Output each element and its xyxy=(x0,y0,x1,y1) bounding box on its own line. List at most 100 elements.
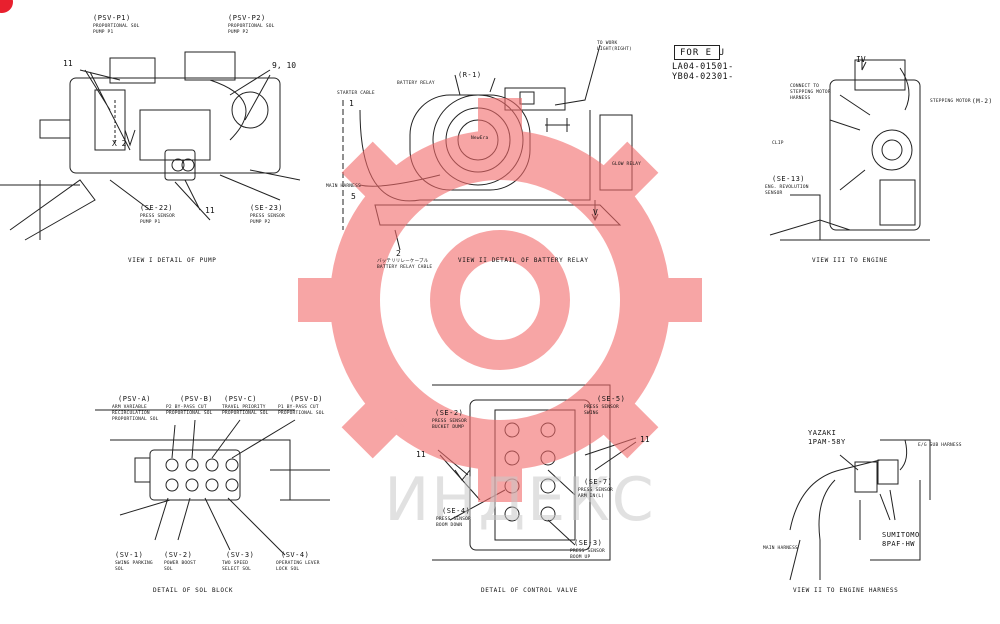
sv-1-desc-1: SWING PARKING xyxy=(115,561,153,566)
sv-3-desc-2: SELECT SOL xyxy=(222,567,252,572)
se-2-code: (SE-2) xyxy=(435,409,464,417)
psv-p1-desc-1: PROPORTIONAL SOL xyxy=(93,24,140,29)
psv-p1-desc-2: PUMP P1 xyxy=(93,30,114,35)
eng-rev-label-1: ENG. REVOLUTION xyxy=(765,185,809,190)
se-22-desc-1: PRESS SENSOR xyxy=(140,214,175,219)
battery-callout-v: V xyxy=(593,208,598,217)
watermark-gear-tooth xyxy=(596,396,659,459)
valve-callout-11-left: 11 xyxy=(416,450,426,459)
view-iii-caption: VIEW III TO ENGINE xyxy=(812,257,888,264)
to-work-light-1: TO WORK xyxy=(597,41,618,46)
yazaki-label-2: 1PAM-58Y xyxy=(808,438,846,446)
watermark-gear-tooth xyxy=(478,98,522,142)
pump-callout-x2: X 2 xyxy=(112,139,127,148)
valve-callout-11-right: 11 xyxy=(640,435,650,444)
serial-1: LA04-01501- xyxy=(672,62,734,72)
se-22-code: (SE-22) xyxy=(140,204,174,212)
watermark-gear-tooth xyxy=(341,396,404,459)
engine-drawing xyxy=(769,58,930,241)
psv-b-code: (PSV-B) xyxy=(180,395,214,403)
pump-drawing xyxy=(0,51,301,241)
se-2-desc-2: BUCKET DUMP xyxy=(432,425,465,430)
watermark-gear-tooth xyxy=(478,458,522,502)
sv-3-desc-1: TWO SPEED xyxy=(222,561,249,566)
starter-cable-label: STARTER CABLE xyxy=(337,91,375,96)
battery-relay-cable-jp: バッテリリレーケーブル xyxy=(377,259,429,264)
eo-sub-harness-label: E/G SUB HARNESS xyxy=(918,443,962,448)
psv-p2-desc-2: PUMP P2 xyxy=(228,30,249,35)
battery-relay-cable-en: BATTERY RELAY CABLE xyxy=(377,265,433,270)
se-4-code: (SE-4) xyxy=(442,507,471,515)
psv-d-desc-2: PROPORTIONAL SOL xyxy=(278,411,325,416)
se-5-code: (SE-5) xyxy=(597,395,626,403)
watermark-gear-tooth xyxy=(596,141,659,204)
se-22-desc-2: PUMP P1 xyxy=(140,220,161,225)
watermark-gear-tooth xyxy=(298,278,342,322)
psv-a-desc-1: ARM VARIABLE xyxy=(112,405,147,410)
se-7-desc-1: PRESS SENSOR xyxy=(578,488,613,493)
se-3-desc-1: PRESS SENSOR xyxy=(570,549,605,554)
pump-callout-9-10: 9, 10 xyxy=(272,61,297,70)
glow-relay-label: GLOW RELAY xyxy=(612,162,642,167)
psv-a-code: (PSV-A) xyxy=(118,395,152,403)
sv-4-desc-2: LOCK SOL xyxy=(276,567,300,572)
harness-drawing xyxy=(789,439,931,581)
for-eu-label: FOR E U xyxy=(680,48,725,58)
se-4-desc-1: PRESS SENSOR xyxy=(436,517,471,522)
psv-a-desc-3: PROPORTIONAL SOL xyxy=(112,417,159,422)
psv-c-desc-1: TRAVEL PRIORITY xyxy=(222,405,266,410)
eng-rev-label-2: SENSOR xyxy=(765,191,783,196)
relay-brand: NewEra xyxy=(471,136,489,141)
se-3-code: (SE-3) xyxy=(574,539,603,547)
se-3-desc-2: BOOM UP xyxy=(570,555,591,560)
se-7-code: (SE-7) xyxy=(584,478,613,486)
se-23-desc-2: PUMP P2 xyxy=(250,220,271,225)
engine-callout-iv: IV xyxy=(856,55,866,64)
battery-callout-5: 5 xyxy=(351,192,356,201)
serial-2: YB04-02301- xyxy=(672,72,734,82)
connect-label-2: STEPPING MOTOR xyxy=(790,90,831,95)
connect-label-3: HARNESS xyxy=(790,96,811,101)
view-ii-caption: VIEW II DETAIL OF BATTERY RELAY xyxy=(458,257,589,264)
watermark-gear-tooth xyxy=(658,278,702,322)
sumitomo-label-1: SUMITOMO xyxy=(882,531,920,539)
to-work-light-2: LIGHT(RIGHT) xyxy=(597,47,632,52)
psv-c-desc-2: PROPORTIONAL SOL xyxy=(222,411,269,416)
sv-4-code: (SV-4) xyxy=(281,551,310,559)
m2-code: (M-2) xyxy=(972,98,993,105)
sv-1-desc-2: SOL xyxy=(115,567,124,572)
view-i-caption: VIEW I DETAIL OF PUMP xyxy=(128,257,217,264)
sol-block-caption: DETAIL OF SOL BLOCK xyxy=(153,587,234,594)
psv-c-code: (PSV-C) xyxy=(224,395,258,403)
psv-p2-code: (PSV-P2) xyxy=(228,14,266,22)
psv-p1-code: (PSV-P1) xyxy=(93,14,131,22)
psv-a-desc-2: RECIRCULATION xyxy=(112,411,150,416)
control-valve-caption: DETAIL OF CONTROL VALVE xyxy=(481,587,578,594)
sv-2-desc-2: SOL xyxy=(164,567,173,572)
harness-main-label: MAIN HARNESS xyxy=(763,546,798,551)
sumitomo-label-2: 8PAF-HW xyxy=(882,540,916,548)
watermark-gear-ring xyxy=(330,130,670,470)
connect-label-1: CONNECT TO xyxy=(790,84,820,89)
se-23-desc-1: PRESS SENSOR xyxy=(250,214,285,219)
se-23-code: (SE-23) xyxy=(250,204,284,212)
r1-code: (R-1) xyxy=(458,71,482,79)
for-eu-box xyxy=(674,45,720,60)
sv-3-code: (SV-3) xyxy=(226,551,255,559)
sv-4-desc-1: OPERATING LEVER xyxy=(276,561,320,566)
battery-callout-1: 1 xyxy=(349,99,354,108)
svg-text:ИНДЕКС: ИНДЕКС xyxy=(384,465,655,535)
se-2-desc-1: PRESS SENSOR xyxy=(432,419,467,424)
psv-b-desc-1: P2 BY-PASS CUT xyxy=(166,405,207,410)
se-4-desc-2: BOOM DOWN xyxy=(436,523,463,528)
yazaki-label-1: YAZAKI xyxy=(808,429,837,437)
psv-b-desc-2: PROPORTIONAL SOL xyxy=(166,411,213,416)
psv-d-code: (PSV-D) xyxy=(290,395,324,403)
pump-callout-11-bottom: 11 xyxy=(205,206,215,215)
se-5-desc-1: PRESS SENSOR xyxy=(584,405,619,410)
clip-label: CLIP xyxy=(772,141,784,146)
se-13-code: (SE-13) xyxy=(772,175,806,183)
sv-1-code: (SV-1) xyxy=(115,551,144,559)
